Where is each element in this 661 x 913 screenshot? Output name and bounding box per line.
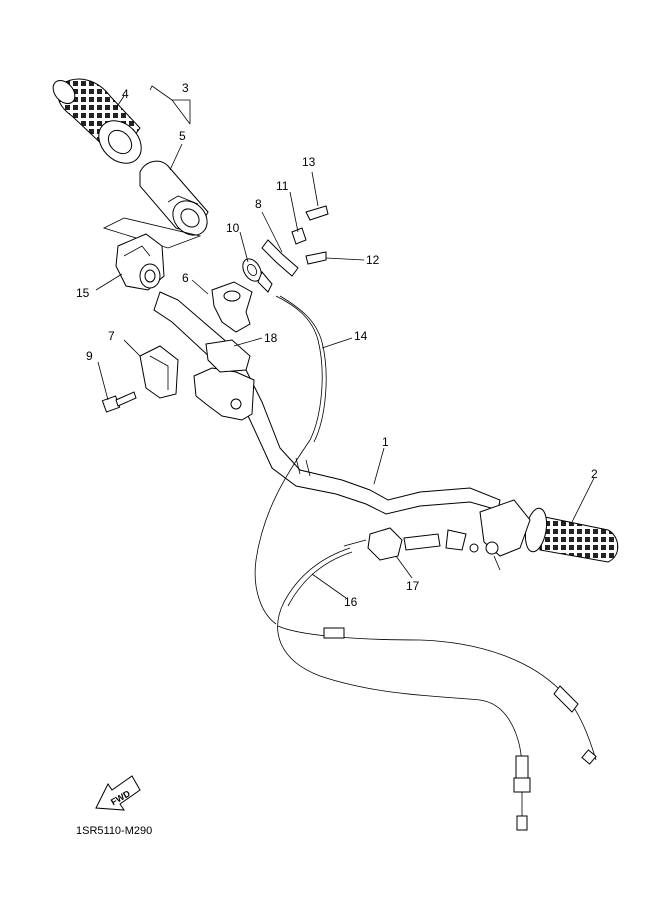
leader-lines (95, 85, 595, 599)
callout-6: 6 (182, 271, 189, 285)
callout-7: 7 (108, 329, 115, 343)
bar-clamp (193, 339, 255, 421)
clutch-perch-parts (343, 527, 479, 561)
callout-3: 3 (182, 81, 189, 95)
callout-9: 9 (86, 349, 93, 363)
callout-18: 18 (264, 331, 278, 345)
throttle-cable (254, 295, 597, 765)
callout-12: 12 (366, 253, 380, 267)
callout-17: 17 (406, 579, 420, 593)
fwd-arrow-icon: FWD (95, 775, 141, 811)
right-grip (479, 499, 619, 571)
left-grip (52, 78, 142, 164)
diagram-code: 1SR5110-M290 (76, 825, 152, 837)
throttle-tube (139, 160, 209, 236)
callout-10: 10 (226, 221, 240, 235)
cable-adjuster-parts (242, 205, 329, 293)
callout-8: 8 (255, 197, 262, 211)
callout-13: 13 (302, 155, 316, 169)
bolt-9 (101, 391, 137, 413)
callout-11: 11 (276, 179, 289, 193)
callouts: 1 2 3 4 5 6 7 8 9 10 11 12 13 14 15 16 1… (76, 81, 598, 609)
callout-15: 15 (76, 286, 90, 300)
callout-1: 1 (382, 435, 389, 449)
callout-14: 14 (354, 329, 368, 343)
holder-6 (211, 281, 253, 333)
callout-2: 2 (591, 467, 598, 481)
callout-5: 5 (179, 129, 186, 143)
callout-16: 16 (344, 595, 358, 609)
callout-4: 4 (122, 87, 129, 101)
clutch-cable (277, 547, 531, 831)
holder-7 (139, 345, 179, 399)
throttle-housing (102, 217, 202, 291)
